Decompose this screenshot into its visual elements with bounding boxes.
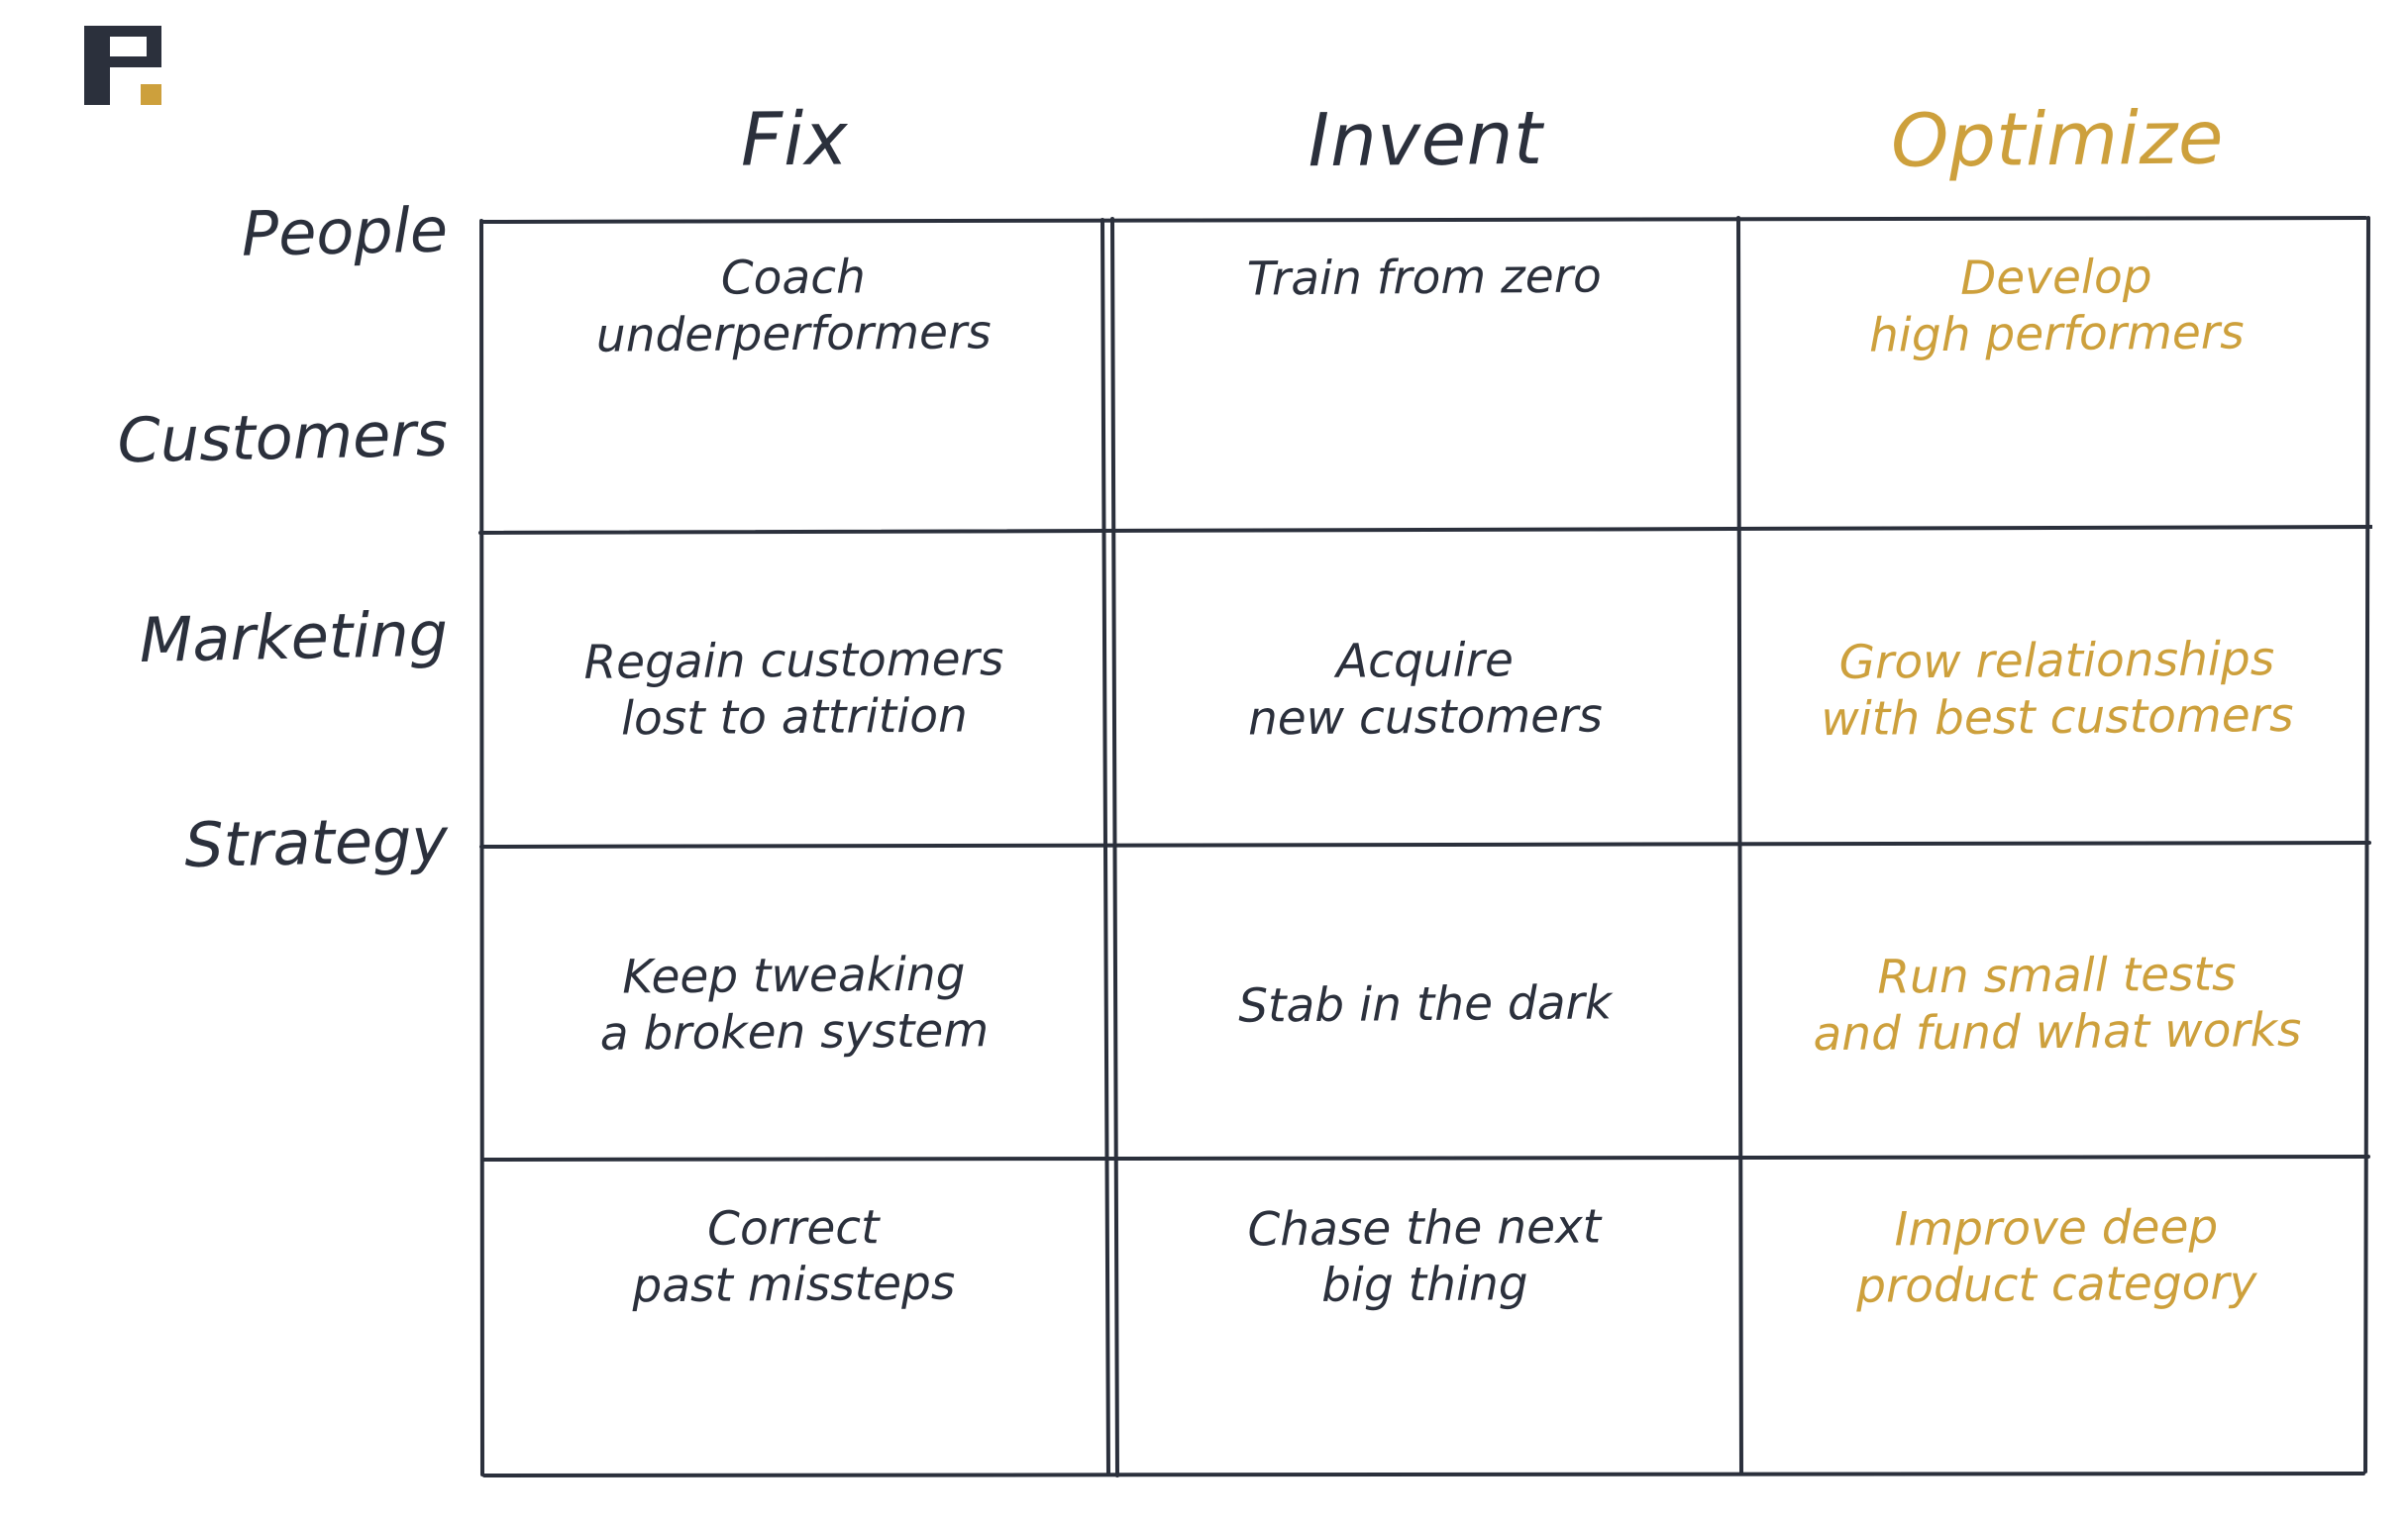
column-header-invent: Invent [1109, 31, 1742, 186]
row-label-customers: Customers [116, 397, 449, 477]
p-logo-icon [84, 26, 161, 105]
table-row: Coach underperformers Train from zero De… [478, 216, 2372, 532]
cell-customers-fix: Regain customers lost to attrition [583, 631, 1004, 747]
cell-customers-invent: Acquire new customers [1248, 632, 1604, 747]
row-label-strategy: Strategy [183, 803, 449, 882]
cell-customers-optimize: Grow relationships with best customers [1820, 631, 2294, 747]
cell-people-fix: Coach underperformers [595, 250, 992, 364]
column-headers: Fix Invent Optimize [478, 34, 2372, 184]
column-header-label: Invent [1308, 95, 1544, 184]
strategy-matrix: Coach underperformers Train from zero De… [478, 216, 2372, 1477]
cell-marketing-invent: Stab in the dark [1238, 974, 1613, 1034]
cell-marketing-optimize: Run small tests and fund what works [1812, 947, 2302, 1063]
column-header-fix: Fix [477, 31, 1110, 186]
cell-strategy-optimize: Improve deep product category [1855, 1199, 2257, 1314]
table-row: Regain customers lost to attrition Acqui… [478, 532, 2372, 848]
cell-strategy-fix: Correct past missteps [632, 1199, 956, 1314]
cell-strategy-invent: Chase the next big thing [1247, 1198, 1602, 1313]
column-header-label: Optimize [1890, 95, 2224, 184]
table-row: Keep tweaking a broken system Stab in th… [478, 847, 2372, 1163]
cell-people-invent: Train from zero [1246, 249, 1603, 307]
row-label-people: People [241, 193, 449, 270]
row-label-marketing: Marketing [139, 597, 449, 676]
column-header-label: Fix [740, 96, 849, 183]
column-header-optimize: Optimize [1740, 31, 2373, 186]
table-row: Correct past missteps Chase the next big… [478, 1163, 2372, 1478]
brand-logo [84, 26, 161, 105]
cell-people-optimize: Develop high performers [1868, 250, 2245, 363]
cell-marketing-fix: Keep tweaking a broken system [599, 947, 990, 1062]
